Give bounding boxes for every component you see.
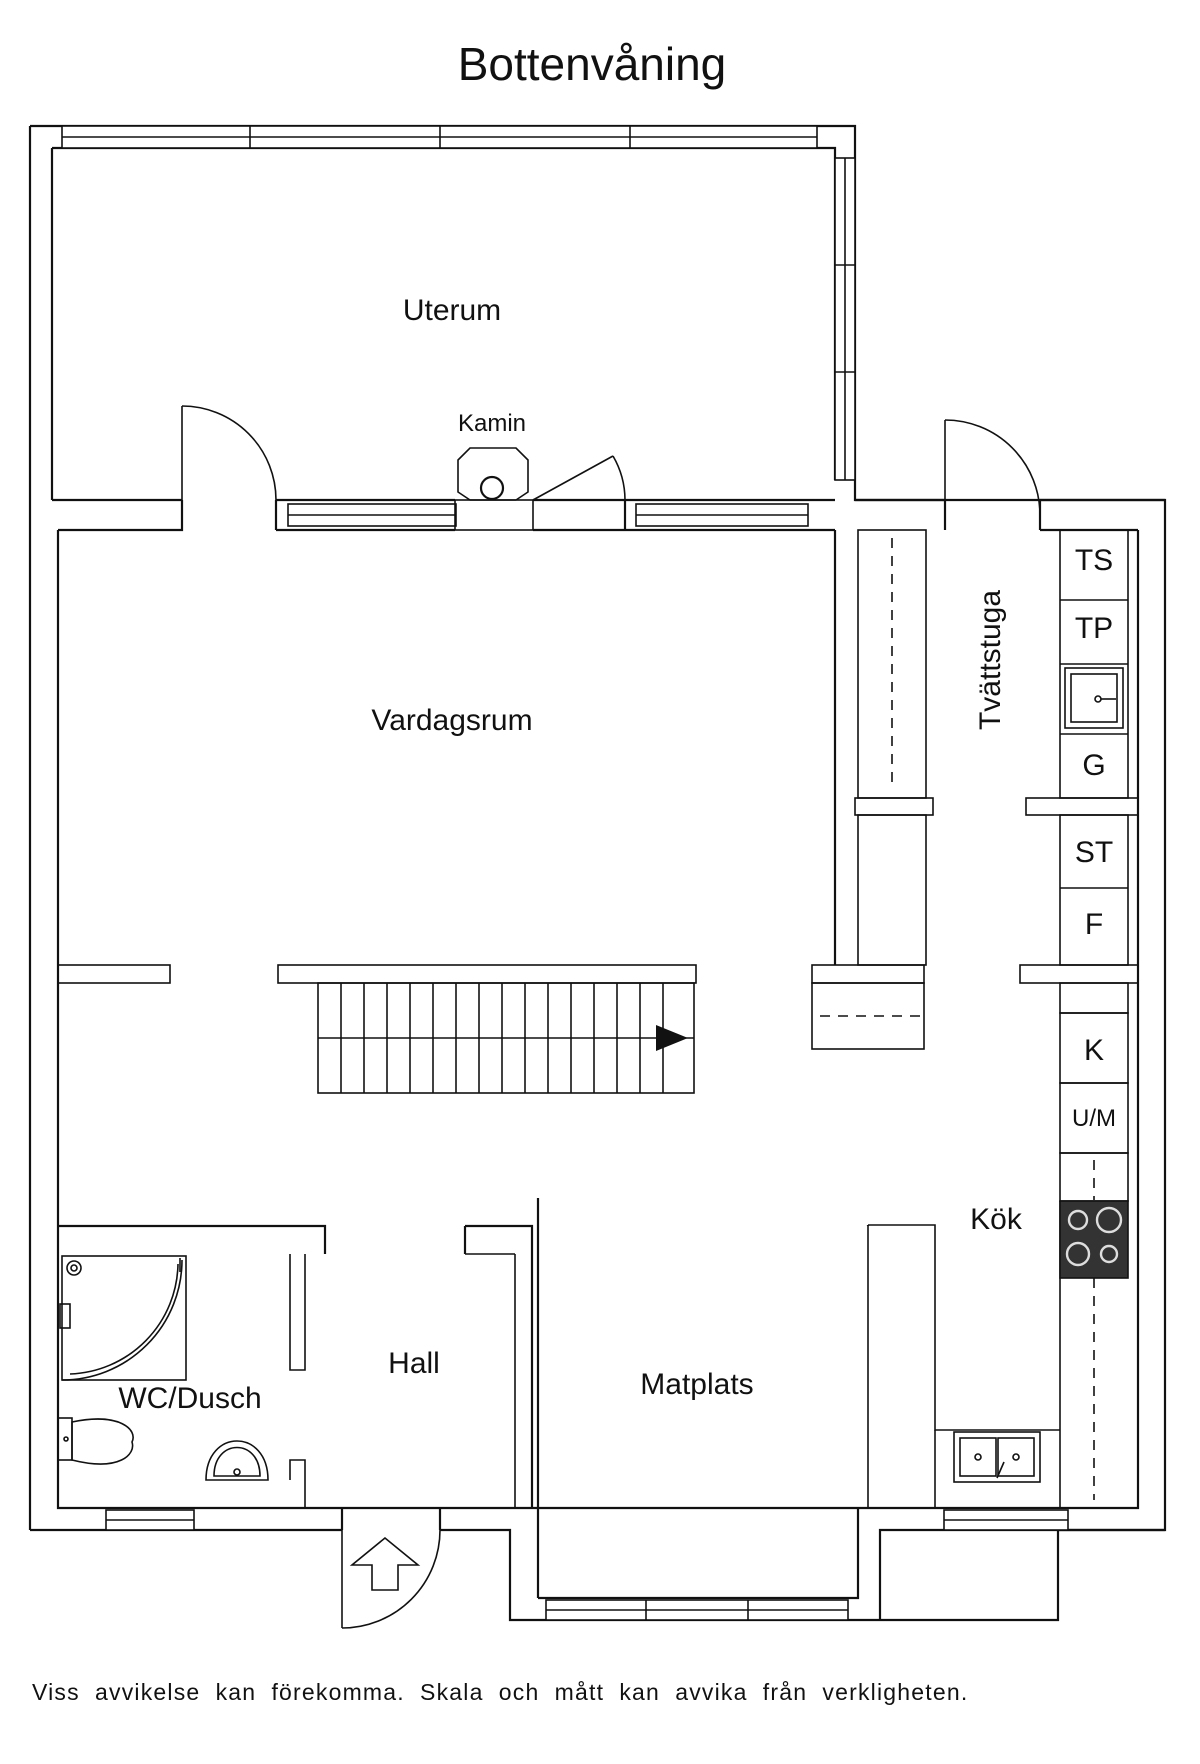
room-label-uterum: Uterum: [403, 294, 501, 327]
laundry-sink-icon: [1064, 667, 1124, 729]
room-label-vardagsrum: Vardagsrum: [371, 704, 532, 737]
appliance-tp: TP: [1075, 612, 1113, 645]
entrance-arrow-icon: [349, 1536, 421, 1591]
washbasin-icon: [205, 1440, 269, 1481]
door-uterum-right: [532, 455, 626, 501]
disclaimer-text: Viss avvikelse kan förekomma. Skala och …: [32, 1679, 968, 1705]
plan-title: Bottenvåning: [458, 38, 727, 90]
room-label-tvattstuga: Tvättstuga: [974, 590, 1007, 730]
door-uterum-left: [181, 405, 277, 501]
staircase: [317, 982, 695, 1094]
appliance-f: F: [1085, 908, 1103, 941]
entrance-door: [340, 1508, 442, 1629]
door-tvattstuga-exterior: [943, 419, 1042, 530]
tvattstuga-walls: [811, 529, 1140, 1050]
kitchen-sink-icon: [953, 1431, 1041, 1483]
uterum-walls: [28, 124, 1167, 1622]
vardagsrum-walls: [57, 964, 697, 984]
shower-icon: [59, 1255, 187, 1381]
room-label-kok: Kök: [970, 1203, 1023, 1236]
kamin-label: Kamin: [458, 410, 526, 437]
outer-walls: [30, 498, 1165, 1622]
stove-icon: [1059, 1200, 1129, 1279]
toilet-icon: [57, 1417, 134, 1465]
wall-uterum-vardagsrum: [58, 498, 835, 532]
room-label-hall: Hall: [388, 1347, 440, 1380]
stair-direction-arrow-icon: [656, 1025, 688, 1051]
appliance-um: U/M: [1072, 1105, 1116, 1132]
appliance-g: G: [1082, 749, 1105, 782]
bottom-windows: [105, 1509, 1069, 1621]
appliance-k: K: [1084, 1034, 1104, 1067]
hall-walls: [58, 1224, 870, 1508]
kamin-stove: [457, 447, 529, 501]
room-label-wc: WC/Dusch: [118, 1382, 261, 1415]
room-label-matplats: Matplats: [640, 1368, 753, 1401]
appliance-st: ST: [1075, 836, 1113, 869]
appliance-ts: TS: [1075, 544, 1113, 577]
